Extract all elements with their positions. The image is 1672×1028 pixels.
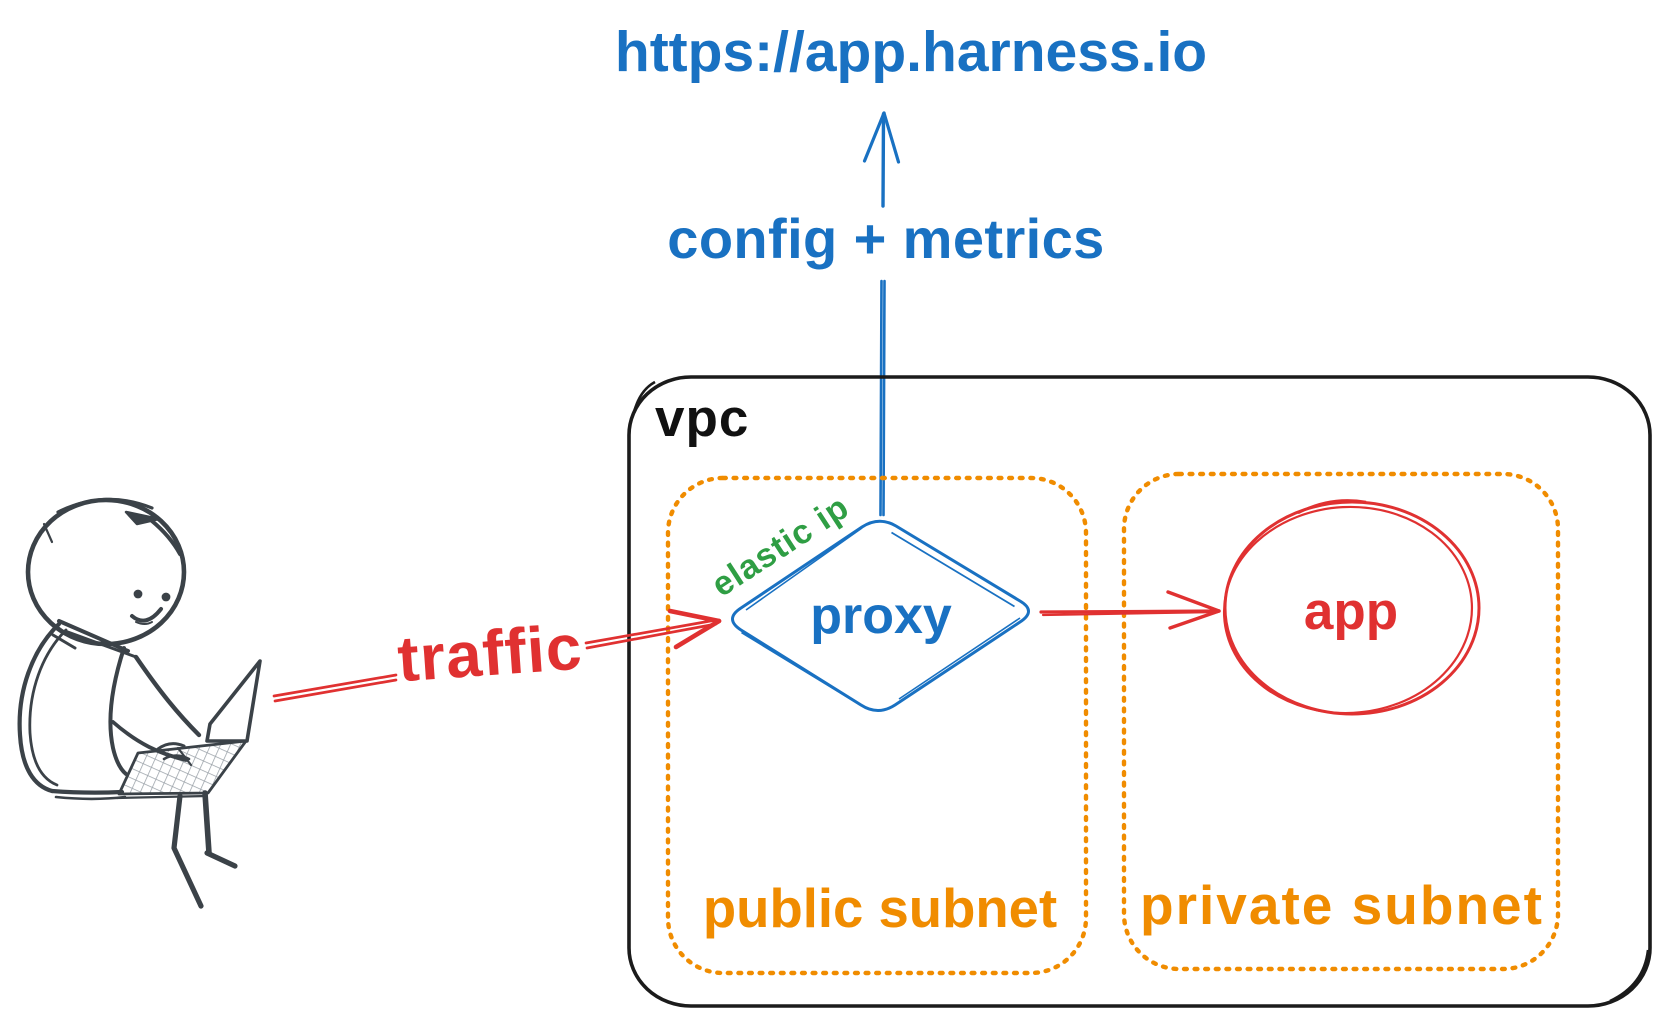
svg-text:vpc: vpc	[655, 389, 749, 448]
svg-text:public subnet: public subnet	[703, 878, 1057, 939]
svg-text:https://app.harness.io: https://app.harness.io	[615, 20, 1207, 84]
svg-text:private subnet: private subnet	[1140, 874, 1544, 936]
svg-text:app: app	[1304, 582, 1398, 641]
svg-text:proxy: proxy	[810, 587, 952, 645]
svg-text:traffic: traffic	[395, 611, 584, 696]
svg-text:config + metrics: config + metrics	[667, 207, 1104, 270]
